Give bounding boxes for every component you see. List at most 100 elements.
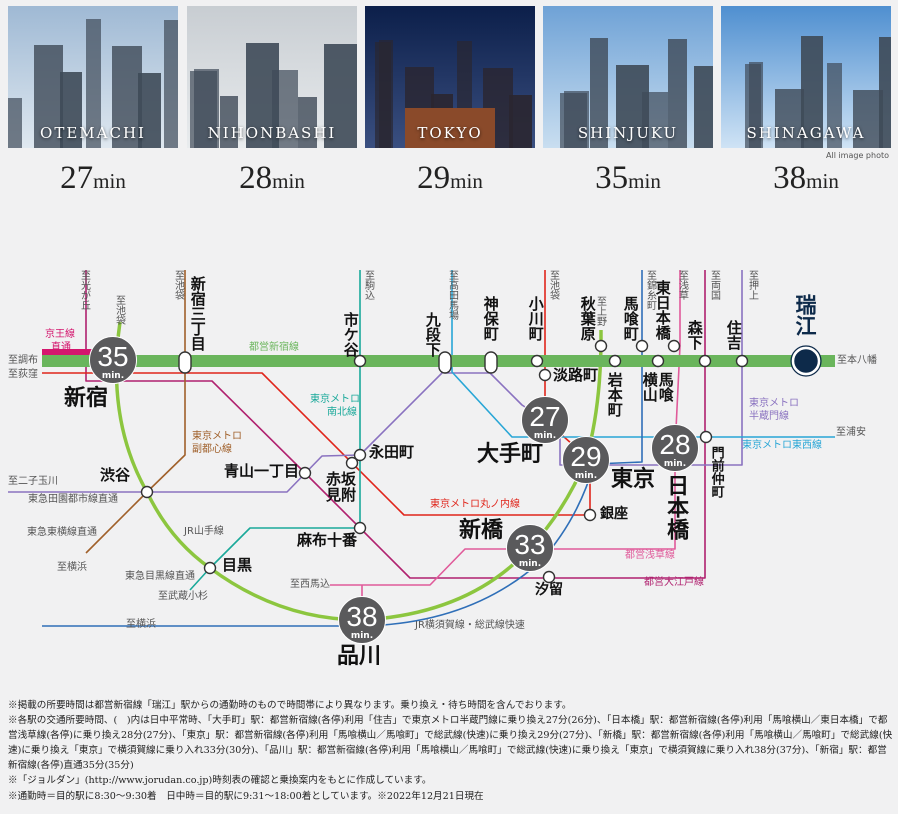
time-badge-value: 38 [346,601,378,632]
footnote: ※掲載の所要時間は都営新宿線「瑞江」駅からの通勤時のもので時間帯により異なります… [8,700,572,711]
station-label-ginza: 銀座 [600,506,628,522]
line-label-hanzomon-1: 東京メトロ [749,398,799,409]
line-label-oedo: 都営大江戸線 [644,577,704,588]
direction-label-ikebukuro-maru: 至池袋 [547,270,559,300]
direction-label-yokohama-toyoko: 至横浜 [57,562,87,573]
station-label-mizue: 瑞江 [793,294,818,336]
keio-line [42,349,102,355]
minutes-unit: min [450,169,483,193]
station-awajicho [538,368,552,382]
time-badge-unit: min. [518,559,542,569]
station-shinjuku-sanchome [178,351,192,374]
direction-label-kinshicho: 至錦糸町 [644,270,656,310]
station-label-ogawamachi: 小川町 [526,296,545,341]
photo-shinagawa: SHINAGAWA [721,6,891,148]
line-label-keio-2: 直通 [51,342,71,353]
line-label-yokosuka: JR横須賀線・総武線快速 [415,620,525,631]
time-badge-unit: min. [101,371,125,381]
footnote: ※「ジョルダン」(http://www.jorudan.co.jp)時刻表の確認… [8,775,432,787]
photo-shinjuku: SHINJUKU [543,6,713,148]
time-badge-unit: min. [574,471,598,481]
commute-time: 29min [365,160,535,197]
minutes-unit: min [272,169,305,193]
station-label-mitsuke: 見附 [326,486,357,504]
line-label-fukutoshin-2: 副都心線 [192,444,232,455]
commute-time: 38min [721,160,891,197]
photo-label: OTEMACHI [40,124,146,142]
line-label-keio-1: 京王線 [45,329,75,340]
direction-label-komagome: 至駒込 [362,270,374,300]
direction-label-yokohama-jr: 至横浜 [126,619,156,630]
line-label-toei-shinjuku: 都営新宿線 [249,342,299,353]
station-label-monzen-nakacho: 門前仲町 [708,446,724,498]
photo-nihonbashi: NIHONBASHI [187,6,357,148]
direction-label-nishimagome: 至西馬込 [290,579,330,590]
direction-label-oshiage: 至押上 [746,270,758,300]
direction-label-futakotamagawa: 至二子玉川 [8,476,58,487]
namboku-line [189,270,361,591]
station-label-sumiyoshi: 住吉 [724,320,743,350]
minutes-unit: min [93,169,126,193]
time-badge-unit: min. [350,631,374,641]
station-label-kudanshita: 九段下 [423,312,442,357]
station-label-shiodome: 汐留 [535,582,563,598]
station-label-shinagawa: 品川 [337,644,382,669]
station-label-akasaka: 赤坂 [326,470,357,488]
station-nagatacho [353,448,367,462]
station-label-ichigaya: 市ケ谷 [341,312,360,357]
minutes-value: 29 [417,160,451,196]
station-jimbocho [484,351,498,374]
minutes-unit: min [806,169,839,193]
station-ginza [583,508,597,522]
direction-label-takadanobaba: 至高田馬場 [446,270,458,320]
line-label-hanzomon-2: 半蔵門線 [749,411,789,422]
station-ichigaya [353,354,367,368]
station-label-shibuya: 渋谷 [100,466,131,484]
direction-label-ryogoku: 至両国 [708,270,720,300]
marunouchi-line [42,270,591,516]
station-mizue [791,346,821,376]
station-label-awajicho: 淡路町 [553,366,599,384]
station-bakurocho [635,339,649,353]
direction-label-chofu: 至調布 [8,355,38,366]
fukutoshin-line [85,270,186,554]
minutes-unit: min [628,169,661,193]
footnotes: ※掲載の所要時間は都営新宿線「瑞江」駅からの通勤時のもので時間帯により異なります… [8,698,893,804]
minutes-value: 28 [239,160,273,196]
station-akasaka-mitsuke [345,456,359,470]
line-label-namboku-2: 南北線 [327,407,357,418]
line-label-fukutoshin-1: 東京メトロ [192,431,242,442]
station-aoyama-itchome [298,466,312,480]
time-badge-value: 27 [529,401,561,432]
direction-label-ueno: 至上野 [594,296,606,326]
footnote: ※通勤時＝目的駅に8:30〜9:30着 日中時＝目的駅に9:31〜18:00着と… [8,790,484,802]
line-label-yamanote: JR山手線 [184,526,224,537]
photo-label: NIHONBASHI [207,124,337,142]
line-label-namboku-1: 東京メトロ [310,394,360,405]
time-badge-value: 28 [659,429,691,460]
station-monzen-nakacho [699,430,713,444]
photo-otemachi: OTEMACHI [8,6,178,148]
station-label-nihombashi: 日本橋 [663,474,689,540]
station-label-aoyama-itchome: 青山一丁目 [224,462,300,480]
line-label-toyoko: 東急東横線直通 [27,527,97,538]
station-label-azabu-juban: 麻布十番 [297,531,358,549]
station-meguro [203,561,217,575]
minutes-value: 38 [773,160,807,196]
photo-tokyo: TOKYO [365,6,535,148]
station-ogawamachi [530,354,544,368]
direction-label-urayasu: 至浦安 [836,427,866,438]
commute-time: 28min [187,160,357,197]
time-badge-value: 33 [514,529,546,560]
photo-label: TOKYO [417,124,483,142]
photo-credit: All image photo [826,151,889,160]
minutes-value: 35 [595,160,629,196]
station-sumiyoshi [735,354,749,368]
time-badge-value: 35 [97,341,129,372]
line-label-tozai: 東京メトロ東西線 [742,440,822,451]
station-label-shinjuku-sanchome: 新宿三丁目 [188,276,207,351]
photo-label: SHINJUKU [577,124,679,142]
